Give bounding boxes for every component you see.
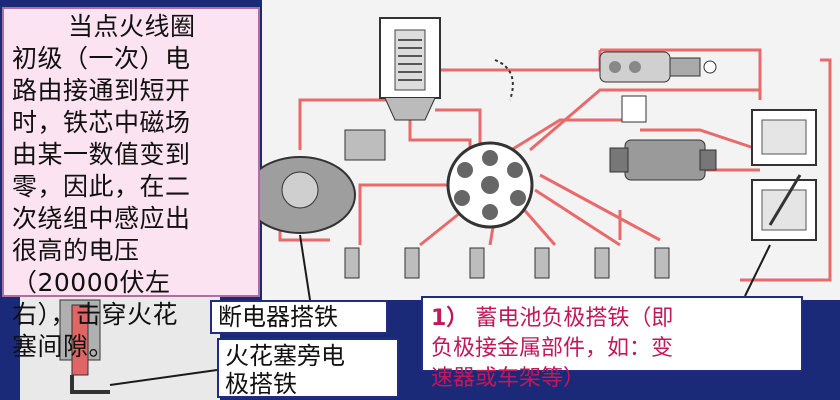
spark-plug-cutaway-board: [20, 290, 220, 400]
note-line-3: 路由接通到短开: [12, 76, 191, 105]
ignition-switch-graphic: [599, 51, 717, 83]
pointer-lines: [109, 234, 771, 386]
resistor-graphic: [494, 59, 514, 101]
spark-plug-ground-line-2: 极搭铁: [225, 370, 297, 398]
battery-ground-label: 1） 蓄电池负极搭铁（即 负极接金属部件，如：变 速器或车架等）: [421, 296, 803, 391]
main-note: 当点火线圈 初级（一次）电 路由接通到短开 时，铁芯中磁场 由某一数值变到 零，…: [2, 7, 260, 361]
distributor-graphic: [244, 129, 386, 234]
spark-plugs-graphic: [344, 247, 670, 279]
breaker-ground-label: 断电器搭铁: [210, 300, 388, 334]
note-line-8: 很高的电压: [12, 236, 140, 265]
spark-plug-ground-label: 火花塞旁电 极搭铁: [217, 338, 399, 398]
note-line-7: 次绕组中感应出: [12, 204, 191, 233]
battery-ground-line-2: 负极接金属部件，如：变: [431, 336, 674, 361]
spark-plug-cutaway-graphic: [59, 299, 110, 394]
note-line-11: 塞间隙。: [12, 332, 115, 361]
note-line-4: 时，铁芯中磁场: [12, 108, 191, 137]
battery-ground-line-1: 蓄电池负极搭铁（即: [475, 306, 674, 331]
note-line-2: 初级（一次）电: [12, 44, 191, 73]
note-line-9: （20000伏左: [12, 268, 171, 297]
note-line-5: 由某一数值变到: [12, 140, 191, 169]
breaker-ground-text: 断电器搭铁: [218, 303, 338, 331]
wires: [278, 48, 832, 282]
ignition-coil-graphic: [379, 17, 441, 121]
note-line-6: 零，因此，在二: [12, 172, 191, 201]
spark-plug-ground-line-1: 火花塞旁电: [225, 342, 345, 370]
battery-ground-line-3: 速器或车架等）: [431, 366, 586, 391]
fuse-box-graphic: [751, 109, 817, 241]
note-line-1: 当点火线圈: [68, 12, 196, 41]
relay-graphic: [621, 95, 647, 123]
note-line-10: 右），击穿火花: [12, 300, 179, 329]
starter-motor-graphic: [609, 139, 717, 181]
battery-item-number: 1）: [431, 306, 469, 331]
distributor-cap-graphic: [446, 141, 534, 229]
